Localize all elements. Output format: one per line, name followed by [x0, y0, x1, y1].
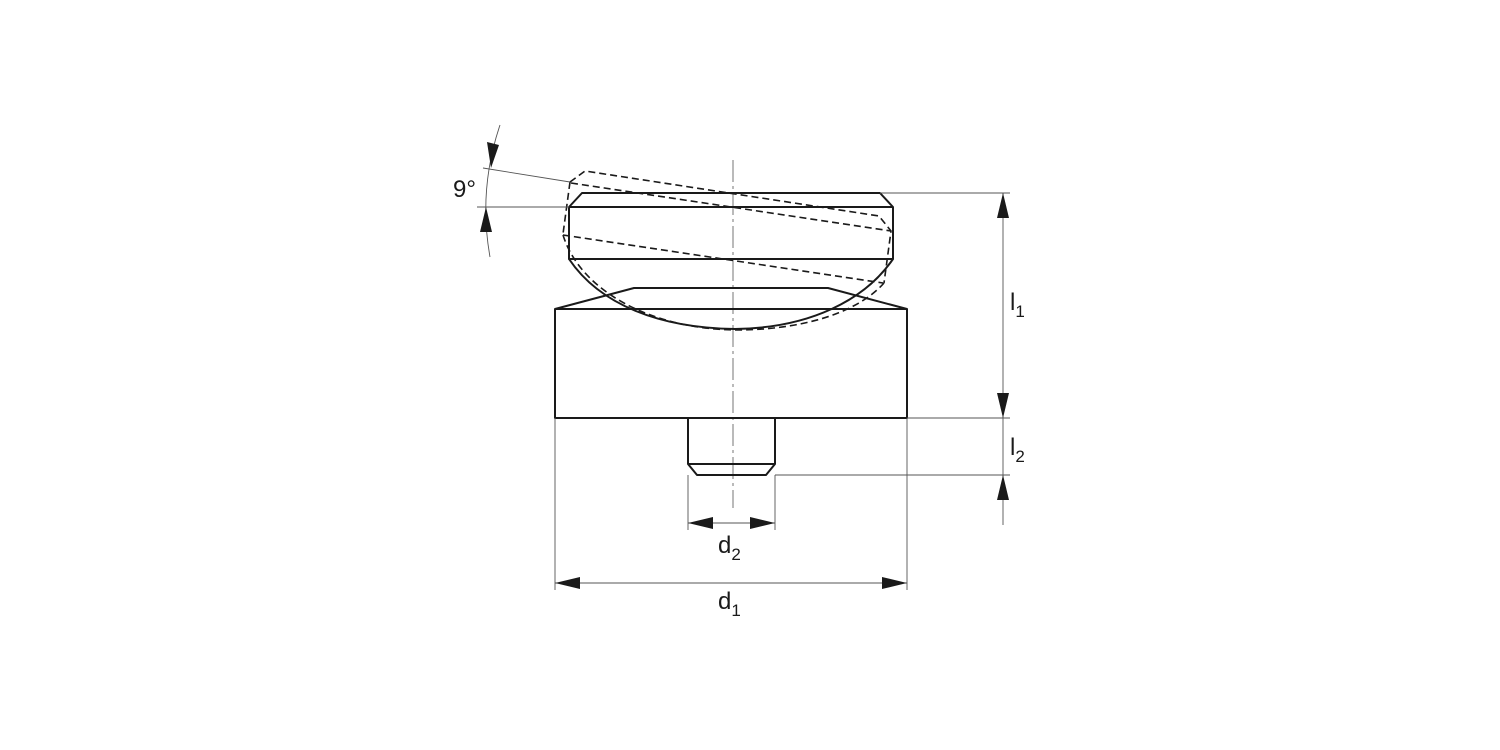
tilted-ball-head: [562, 170, 892, 331]
angle-tilted-line: [482, 167, 571, 183]
base-body: [554, 308, 908, 419]
tilted-top-edge: [570, 182, 892, 232]
tilted-left-edge: [562, 181, 571, 235]
l2-label: l2: [1010, 434, 1025, 466]
tilted-outline: [569, 170, 892, 284]
dimension-d1: d1: [555, 577, 907, 620]
l2-arrow-bottom: [997, 475, 1009, 500]
l1-label: l1: [1010, 289, 1025, 321]
angle-arc: [485, 124, 501, 258]
d2-arrow-left: [688, 517, 713, 529]
base-cone: [554, 287, 908, 310]
dimension-d2: d2: [688, 517, 775, 564]
d2-arrow-right: [750, 517, 775, 529]
angle-arrow-top: [487, 142, 499, 168]
tilted-bottom-edge: [562, 234, 884, 284]
dimension-l2: l2: [997, 418, 1025, 525]
ball-head-sphere: [568, 258, 894, 330]
d1-arrow-left: [555, 577, 580, 589]
d1-label: d1: [718, 588, 741, 620]
tilted-sphere: [562, 234, 885, 331]
d1-arrow-right: [882, 577, 907, 589]
dimension-l1: l1: [997, 193, 1025, 418]
l1-arrow-top: [997, 193, 1009, 218]
l1-arrow-bottom: [997, 393, 1009, 418]
angle-arrow-bottom: [480, 207, 492, 232]
angle-label: 9°: [453, 176, 476, 203]
base: [554, 287, 908, 476]
ball-head-cylinder: [568, 192, 894, 260]
angle-dimension: 9°: [453, 124, 571, 258]
stud: [687, 418, 776, 476]
d2-label: d2: [718, 532, 741, 564]
